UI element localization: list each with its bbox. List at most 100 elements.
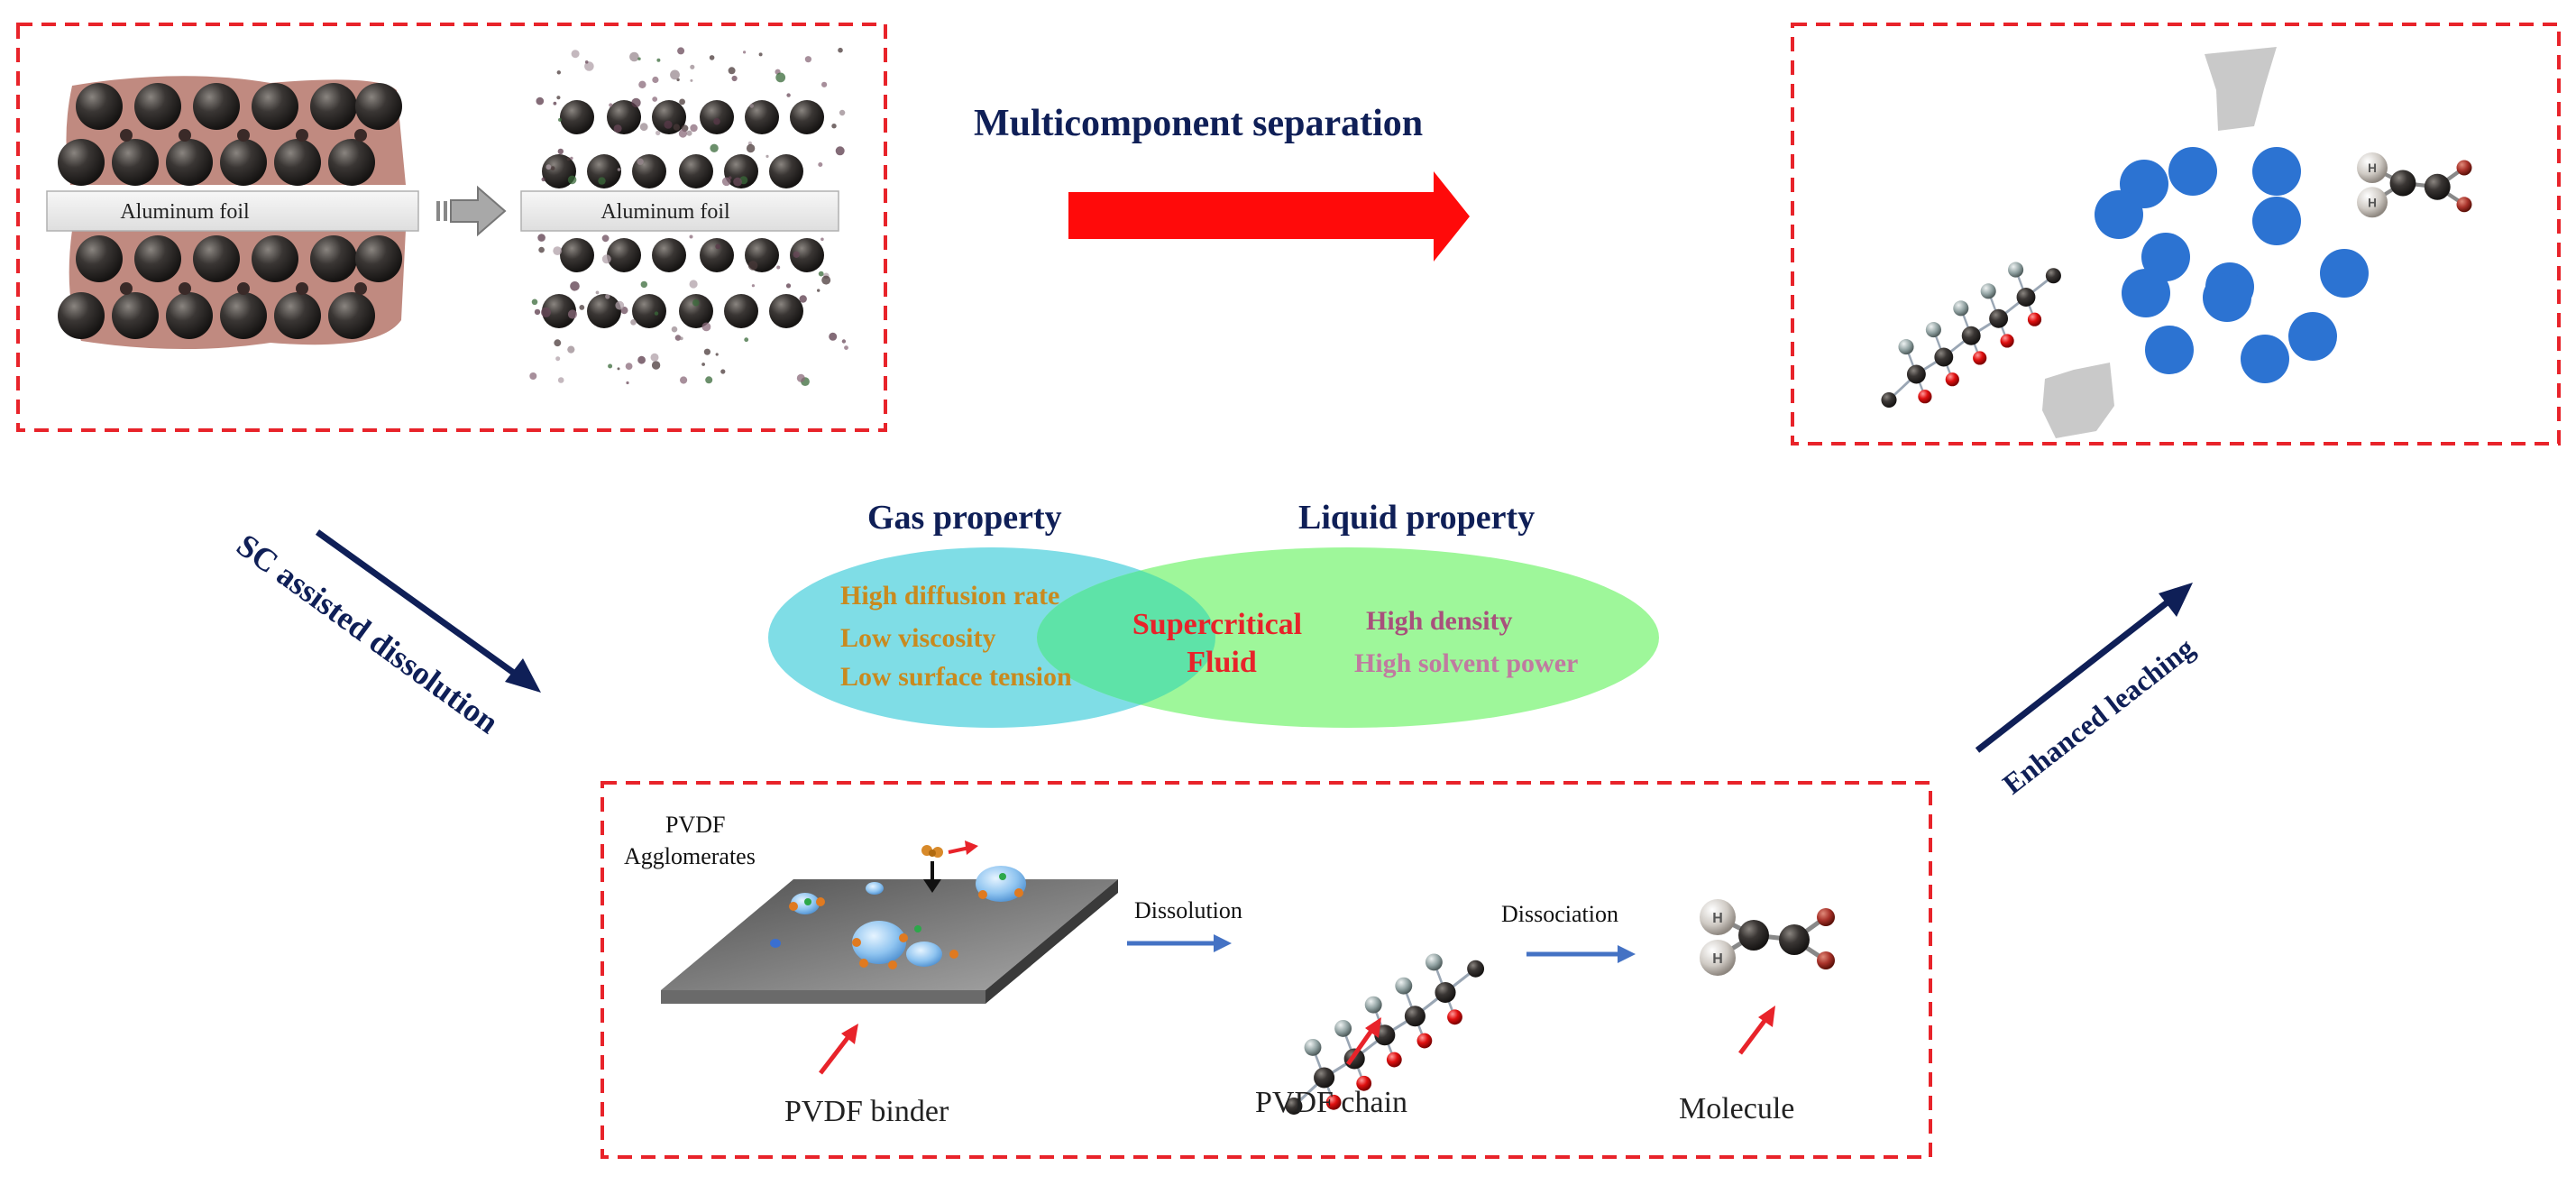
solvent-molecule — [804, 898, 811, 905]
binder-speckle — [556, 70, 561, 75]
fluorine-atom — [1817, 908, 1835, 926]
active-particle — [769, 294, 803, 328]
co2-molecules-on-plate — [789, 873, 1023, 969]
active-particle — [134, 235, 181, 282]
binder-speckle — [689, 234, 693, 239]
gas-property-title: Gas property — [867, 499, 1062, 537]
binder-speckle — [553, 101, 557, 106]
active-particle — [2122, 269, 2170, 317]
binder-speckle — [625, 363, 633, 370]
molecule-model: HH — [1700, 899, 1835, 976]
active-particle — [252, 235, 298, 282]
sc-dissolution-arrow: SC assisted dissolution — [230, 527, 541, 740]
binder-speckle — [746, 143, 756, 153]
venn-diagram: Gas property Liquid property High diffus… — [768, 499, 1659, 728]
hydrogen-atom — [1898, 339, 1914, 355]
active-particle — [542, 154, 576, 188]
binder-speckle — [703, 348, 711, 355]
binder-speckle — [556, 96, 561, 100]
dissociation-arrow — [1526, 945, 1636, 963]
binder-speckle — [701, 322, 711, 332]
binder-speckle — [705, 376, 713, 384]
binder-speckle — [626, 381, 629, 385]
fluorine-atom — [1973, 351, 1987, 365]
hydrogen-symbol: H — [1712, 951, 1723, 967]
solvent-molecule — [914, 925, 921, 932]
hydrogen-atom — [2008, 262, 2024, 278]
binder-speckle — [749, 104, 754, 108]
binder-speckle — [721, 177, 731, 187]
carbon-atom — [1881, 391, 1897, 409]
hydrogen-atom — [1334, 1019, 1352, 1037]
binder-speckle — [652, 96, 658, 102]
aluminum-foil-left — [46, 190, 419, 232]
hydrogen-atom — [1304, 1038, 1322, 1056]
active-particle — [76, 235, 123, 282]
binder-speckle — [689, 280, 698, 289]
fluorine-atom — [1416, 1033, 1433, 1049]
binder-speckle — [821, 275, 831, 285]
active-particle — [679, 294, 713, 328]
solvent-molecule — [999, 873, 1006, 880]
active-particle — [310, 83, 357, 130]
active-particle — [112, 292, 159, 339]
pvdf-agglomerate — [866, 882, 884, 895]
active-particle — [632, 154, 666, 188]
carbon-atom — [1779, 924, 1810, 955]
hydrogen-atom — [1395, 977, 1413, 995]
binder-speckle — [817, 289, 820, 292]
active-particle — [652, 100, 686, 134]
aluminum-fragment-bottom — [2042, 363, 2114, 438]
supercritical-label: Supercritical — [1132, 608, 1302, 641]
binder-speckle — [650, 353, 659, 362]
hydrogen-atom — [2357, 152, 2388, 183]
binder-speckle — [637, 158, 644, 165]
binder-speckle — [728, 67, 736, 75]
active-particle — [328, 139, 375, 186]
binder-speckle — [831, 124, 837, 129]
active-particle — [2252, 197, 2301, 245]
binder-speckle — [786, 93, 791, 97]
binder-speckle — [743, 51, 747, 54]
fluorine-atom — [2456, 160, 2472, 176]
active-particle — [193, 83, 240, 130]
binder-speckle — [598, 177, 606, 185]
electrode-after: Aluminum foil — [520, 47, 848, 386]
hydrogen-atom — [1953, 300, 1969, 317]
active-particle — [679, 154, 713, 188]
active-particle — [112, 139, 159, 186]
binder-speckle — [538, 246, 545, 253]
binder-speckle — [690, 64, 695, 69]
binder-speckle — [690, 124, 698, 133]
separation-label: Multicomponent separation — [974, 103, 1423, 144]
carbon-atom — [1989, 308, 2009, 328]
binder-speckle — [765, 154, 769, 158]
active-particle — [355, 235, 402, 282]
pvdf-agglomerate — [852, 921, 906, 964]
binder-speckle — [678, 129, 688, 138]
binder-speckle — [554, 339, 562, 347]
carbon-atom — [2424, 173, 2451, 200]
binder-speckle — [720, 369, 726, 374]
top-right-panel: HH — [1791, 23, 2561, 446]
agglomerates-label-line2: Agglomerates — [624, 843, 756, 869]
pvdf-chain-label: PVDF chain — [1255, 1086, 1407, 1119]
binder-speckle — [630, 319, 637, 326]
active-particle — [2168, 147, 2217, 196]
binder-speckle — [584, 61, 594, 71]
binder-speckle — [829, 332, 838, 341]
binder-speckle — [637, 355, 646, 364]
binder-speckle — [733, 177, 742, 187]
active-particle — [790, 100, 824, 134]
active-particle — [58, 139, 105, 186]
binder-speckle — [838, 47, 843, 53]
carbon-atom — [2045, 268, 2061, 284]
binder-speckle — [608, 363, 613, 369]
binder-speckle — [567, 175, 577, 185]
binder-speckle — [640, 280, 647, 289]
liquid-property-title: Liquid property — [1298, 499, 1535, 537]
hydrogen-atom — [1925, 322, 1941, 338]
active-particle — [2203, 273, 2251, 322]
active-particle — [700, 100, 734, 134]
binder-speckle — [566, 157, 571, 161]
